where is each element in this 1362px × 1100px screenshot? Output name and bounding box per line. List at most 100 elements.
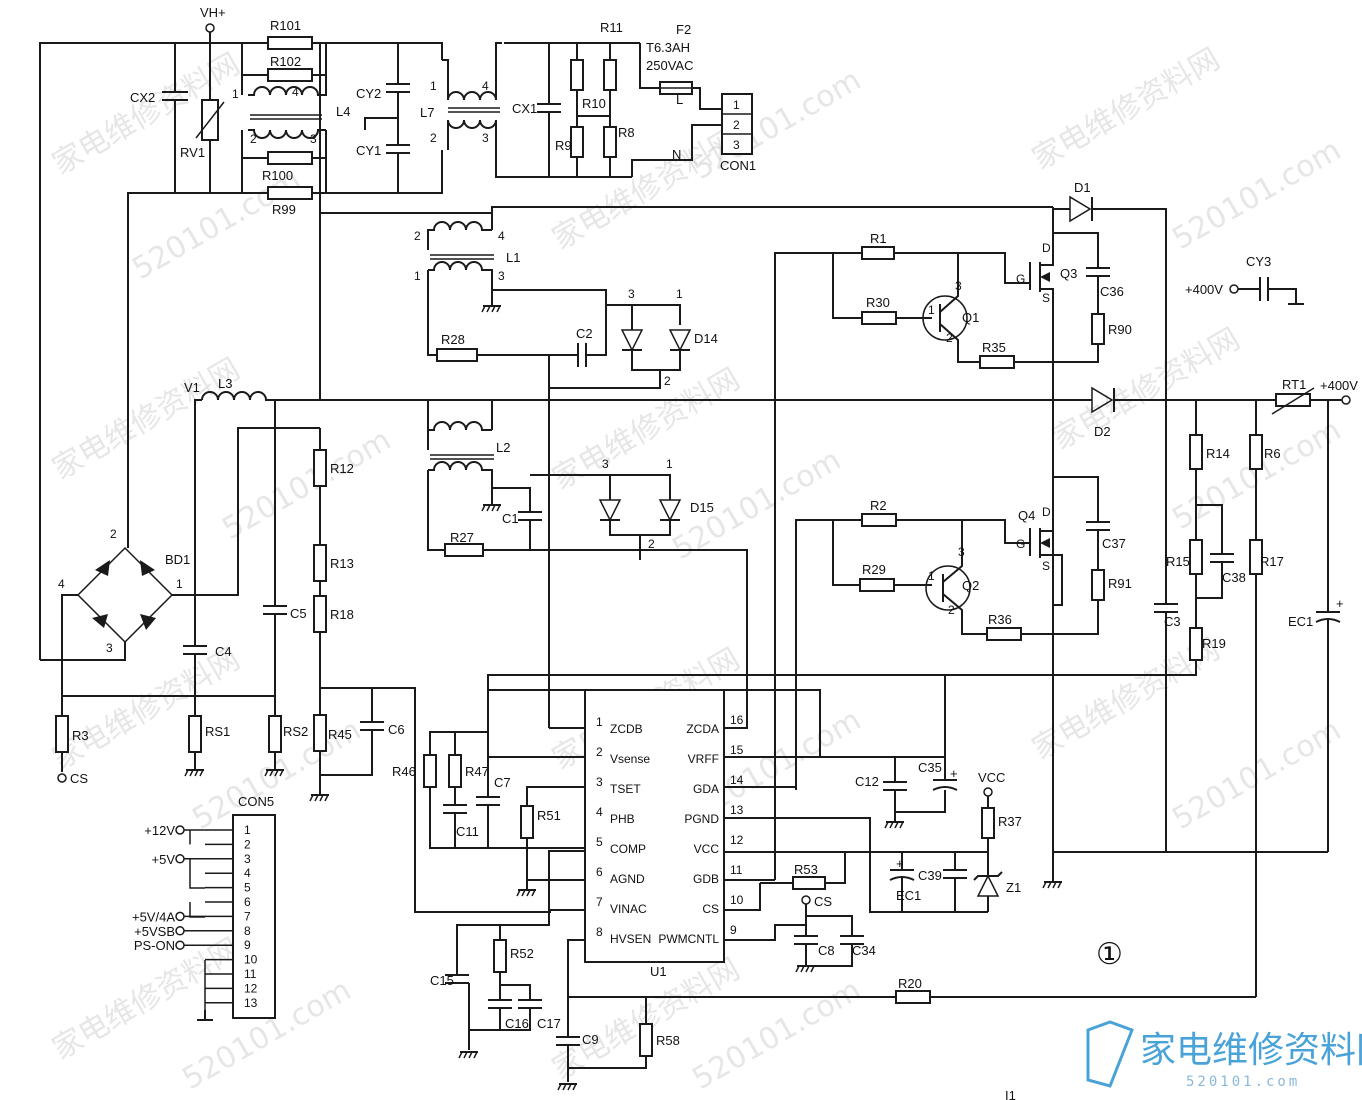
r11-label: R11	[600, 20, 623, 35]
book-logo-icon	[1086, 1020, 1134, 1088]
u1-pin-number: 9	[730, 923, 737, 937]
u1-pin-number: 3	[596, 775, 603, 789]
u1-pin-name: COMP	[610, 842, 646, 856]
d2-label: D2	[1094, 424, 1111, 439]
c4-label: C4	[215, 644, 232, 659]
r36-body	[986, 627, 1022, 641]
u1-pin-number: 10	[730, 893, 744, 907]
l4-upper-winding	[248, 75, 327, 96]
watermark-7: 家电维修资料网	[47, 352, 246, 487]
watermark-8: 520101.com	[217, 423, 397, 547]
r6-body	[1249, 434, 1263, 470]
ec1-vcc-label: EC1	[896, 888, 921, 903]
r15-label: R15	[1166, 554, 1190, 569]
c35-label: C35	[918, 760, 942, 775]
l3-label: L3	[218, 376, 232, 391]
f2-label: F2	[676, 22, 691, 37]
cy1-label: CY1	[356, 143, 381, 158]
c5-label: C5	[290, 606, 307, 621]
c12-label: C12	[855, 774, 879, 789]
c15-label: C15	[430, 973, 454, 988]
r9-label: R9	[555, 138, 572, 153]
con5-net-label: +12V	[144, 823, 175, 838]
r37-body	[981, 807, 995, 839]
cy2-label: CY2	[356, 86, 381, 101]
r102-label: R102	[270, 54, 301, 69]
u1-label: U1	[650, 964, 667, 979]
u1-pin-name: ZCDB	[610, 722, 643, 736]
svg-text:2: 2	[414, 229, 421, 243]
r51-body	[520, 805, 534, 839]
plus-400v-cy3-label: +400V	[1185, 282, 1223, 297]
rt1-body	[1275, 393, 1311, 407]
r1-label: R1	[870, 231, 887, 246]
r100-label: R100	[262, 168, 293, 183]
l2-upper-winding	[427, 421, 492, 450]
con5-net-terminal	[175, 926, 185, 936]
bd1-label: BD1	[165, 552, 190, 567]
c1-label: C1	[502, 511, 519, 526]
r27-label: R27	[450, 530, 474, 545]
r11-body	[603, 59, 617, 91]
svg-text:3: 3	[310, 132, 317, 146]
u1-chip	[584, 689, 725, 963]
switch-b-section: D2 RT1 +400V R2 R29 3 1 2 Q2 R36 G D	[487, 377, 1358, 1004]
r30-body	[861, 311, 897, 325]
r90-body	[1091, 313, 1105, 345]
svg-text:1: 1	[176, 577, 183, 591]
u1-pin-name: Vsense	[610, 752, 650, 766]
r14-body	[1189, 434, 1203, 470]
con1-connector	[721, 93, 753, 155]
l-line-label: L	[676, 92, 683, 107]
svg-text:4: 4	[292, 85, 299, 99]
u1-pin-number: 16	[730, 713, 744, 727]
r10-label: R10	[582, 96, 606, 111]
d15-label: D15	[690, 500, 714, 515]
svg-text:1: 1	[430, 79, 437, 93]
con5-net-label: +5VSB	[134, 924, 175, 939]
r10-body	[570, 59, 584, 91]
l2-aux-winding	[428, 461, 493, 488]
u1-pin-name: ZCDA	[686, 722, 719, 736]
r99-body	[267, 186, 313, 200]
r91-body	[1091, 569, 1105, 601]
r27-body	[444, 543, 484, 557]
r35-label: R35	[982, 340, 1006, 355]
r12-body	[313, 449, 327, 487]
c17-label: C17	[537, 1016, 561, 1031]
watermark-11: 家电维修资料网	[1047, 322, 1246, 457]
r20-label: R20	[898, 976, 922, 991]
u1-pin-name: PHB	[610, 812, 635, 826]
svg-text:3: 3	[482, 131, 489, 145]
con5-pin-number: 1	[244, 823, 251, 837]
svg-text:3: 3	[602, 457, 609, 471]
con5-pin-number: 3	[244, 852, 251, 866]
ec1-main-label: EC1	[1288, 614, 1313, 629]
cs-net-label-r3: CS	[70, 771, 88, 786]
watermark-9: 家电维修资料网	[547, 362, 746, 497]
cs-net-label-u1: CS	[814, 894, 832, 909]
r46-label: R46	[392, 764, 416, 779]
rs1-label: RS1	[205, 724, 230, 739]
d1-diode	[1069, 195, 1092, 223]
con5-pin-number: 8	[244, 924, 251, 938]
d1-label: D1	[1074, 180, 1091, 195]
cy3-label: CY3	[1246, 254, 1271, 269]
svg-text:D: D	[1042, 241, 1051, 255]
con5-pin-number: 7	[244, 909, 251, 923]
r101-label: R101	[270, 18, 301, 33]
r15-body	[1189, 539, 1203, 575]
con5-net-label: +5V/4A	[132, 909, 175, 924]
plus-400v-out-label: +400V	[1320, 378, 1358, 393]
rv1-label: RV1	[180, 145, 205, 160]
svg-text:1: 1	[928, 569, 935, 583]
r20-body	[895, 990, 931, 1004]
r45-body	[313, 714, 327, 752]
svg-text:2: 2	[648, 537, 655, 551]
r53-label: R53	[794, 862, 818, 877]
ec1-vcc-plus-sign: +	[896, 856, 904, 871]
svg-text:1: 1	[666, 457, 673, 471]
r2-label: R2	[870, 498, 887, 513]
